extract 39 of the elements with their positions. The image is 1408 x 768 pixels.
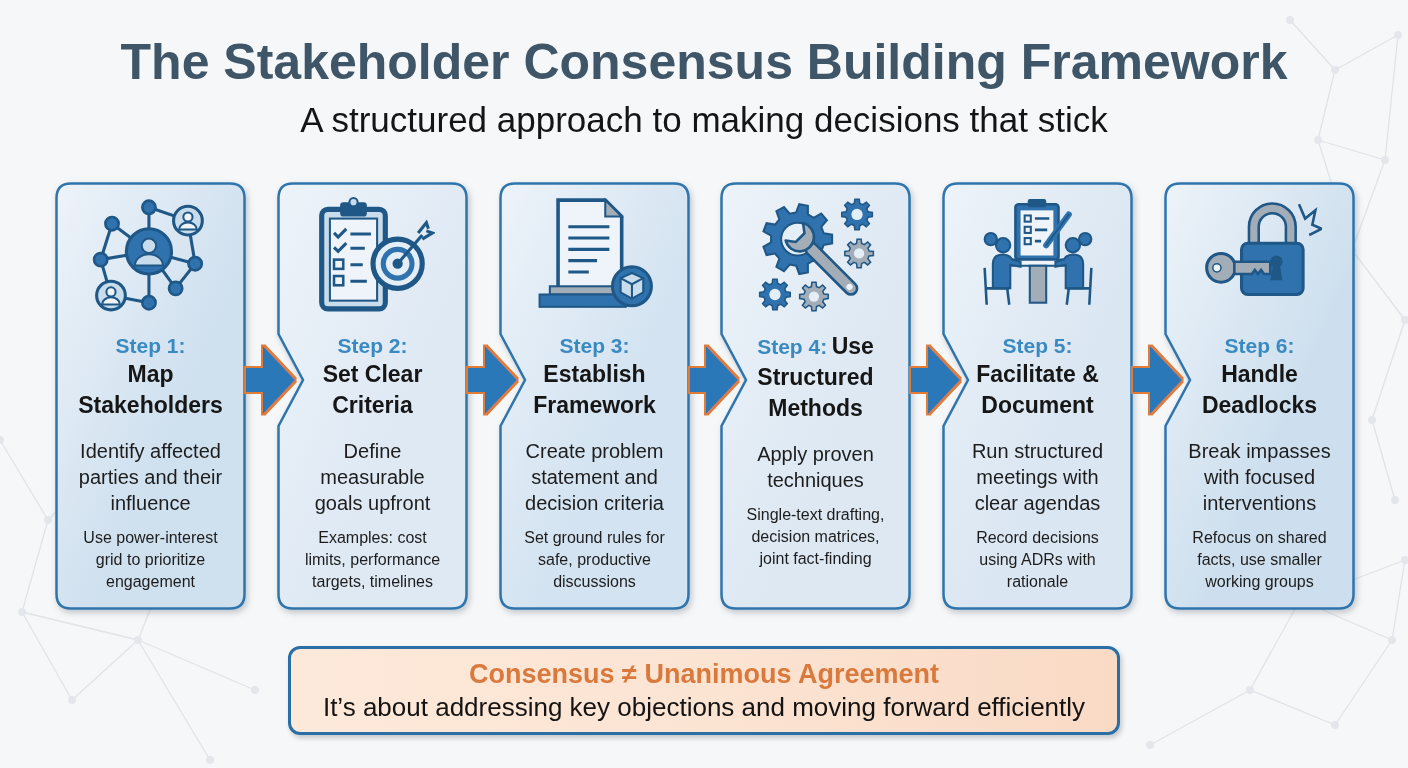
step-detail: Set ground rules for safe, productive discussions: [523, 528, 666, 592]
step-title: Map Stakeholders: [78, 361, 223, 418]
step-detail: Refocus on shared facts, use smaller working groups: [1191, 528, 1328, 592]
arrow: [690, 346, 738, 414]
step-detail: Examples: cost limits, performance targets, timelines: [303, 528, 442, 592]
step-label: Step 5:: [1002, 333, 1073, 359]
step-detail: Single-text drafting, decision matrices, joint fact-finding: [745, 505, 886, 569]
callout-banner: [288, 646, 1120, 735]
arrow: [468, 346, 517, 414]
step-description: Apply proven techniques: [756, 442, 875, 493]
step-card: [720, 182, 911, 610]
banner-text: It’s about addressing key objections and moving forward efficiently: [322, 690, 1086, 724]
step-description: Define measurable goals upfront: [313, 439, 432, 516]
step-heading: Step 4: Use Structured Methods: [756, 332, 875, 423]
step-card: [277, 182, 468, 610]
step-description: Run structured meetings with clear agendas: [970, 439, 1105, 516]
step-title: Handle Deadlocks: [1201, 361, 1318, 418]
step-title: Establish Framework: [533, 361, 656, 418]
step-description: Identify affected parties and their influence: [77, 439, 224, 516]
step-detail: Use power-interest grid to prioritize engagement: [82, 528, 219, 592]
step-description: Break impasses with focused interventions: [1187, 439, 1332, 516]
page-title: The Stakeholder Consensus Building Framework: [120, 33, 1288, 91]
step-label: Step 2:: [337, 333, 408, 359]
step-title: Set Clear Criteria: [322, 361, 423, 418]
step-detail: Record decisions using ADRs with rationale: [975, 528, 1100, 592]
arrow: [911, 346, 960, 414]
step-card: [1164, 182, 1355, 610]
step-card: [942, 182, 1133, 610]
arrow: [1133, 346, 1182, 414]
subtitle: A structured approach to making decisions that stick: [300, 99, 1108, 141]
arrow: [246, 346, 295, 414]
step-label: Step 1:: [115, 333, 186, 359]
step-label: Step 3:: [559, 333, 630, 359]
banner-heading: Consensus ≠ Unanimous Agreement: [469, 657, 939, 691]
step-label: Step 6:: [1224, 333, 1295, 359]
step-card: [499, 182, 690, 610]
step-title: Facilitate & Document: [976, 361, 1099, 418]
step-description: Create problem statement and decision criteria: [524, 439, 665, 516]
step-card: [55, 182, 246, 610]
